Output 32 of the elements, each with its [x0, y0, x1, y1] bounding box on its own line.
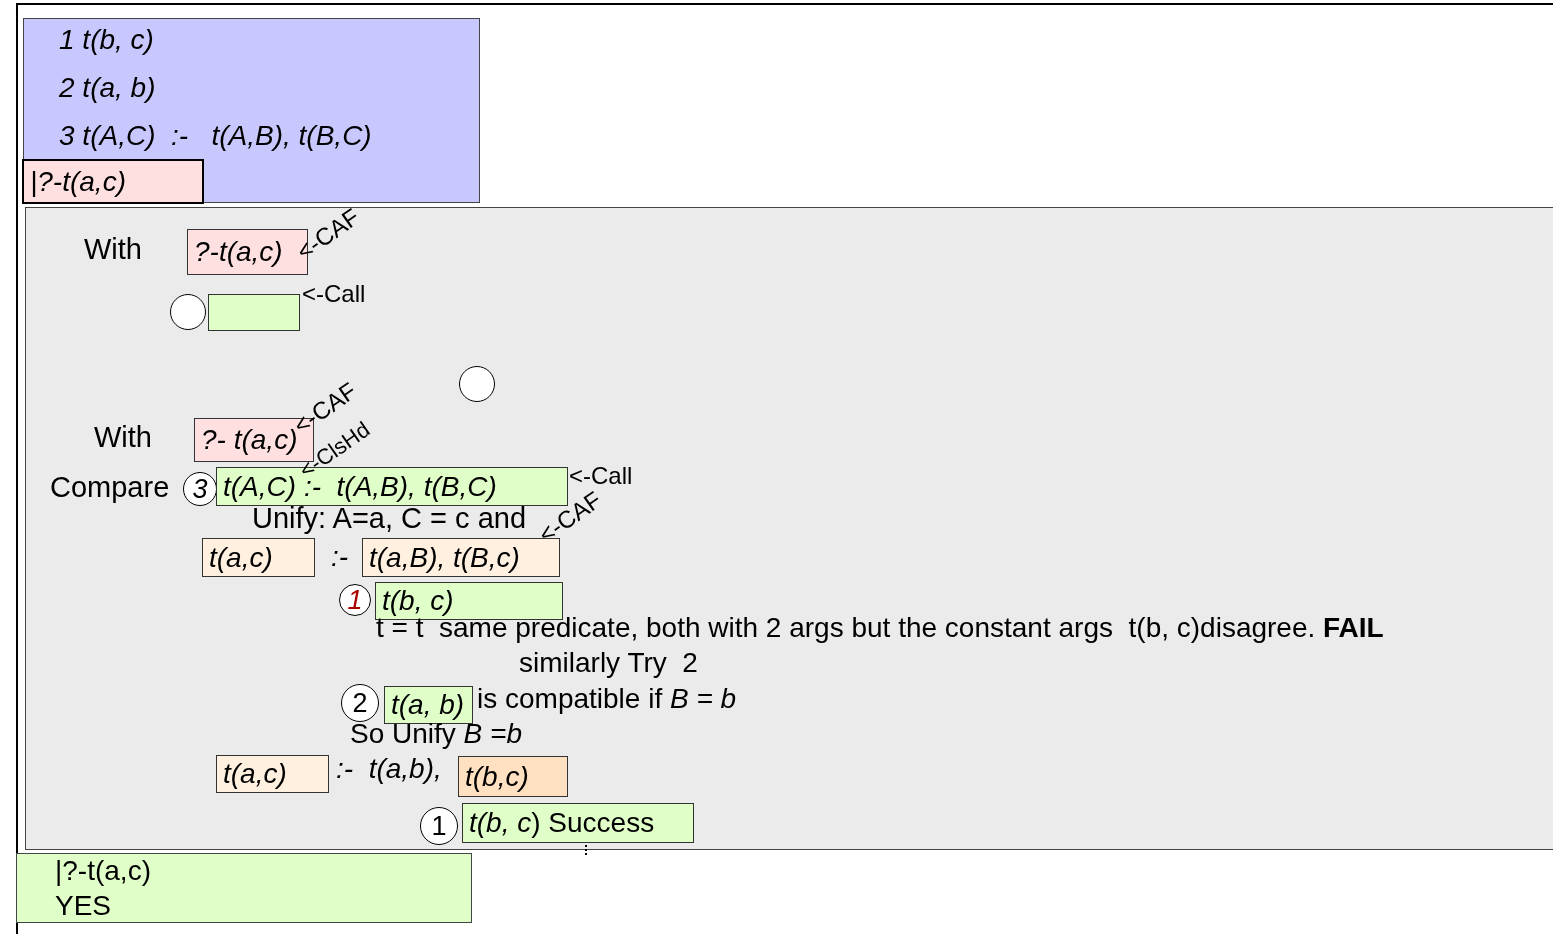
step-text: similarly Try 2: [519, 648, 698, 679]
answer-box: [16, 853, 472, 923]
query-box: |?-t(a,c): [22, 159, 204, 204]
clause-number: 1: [339, 584, 371, 616]
clause-text: 1 t(b, c): [59, 25, 154, 56]
answer-text: |?-t(a,c): [55, 856, 151, 887]
answer-text: YES: [55, 891, 112, 922]
step-circle: [459, 366, 495, 402]
step-text: Unify: A=a, C = c and: [252, 503, 527, 535]
clause-panel: [23, 18, 480, 203]
clause-text: :- t(a,b),: [336, 754, 442, 785]
call-box: [208, 294, 300, 331]
head-box: t(a,c): [202, 538, 315, 577]
clause-text: 3 t(A,C) :- t(A,B), t(B,C): [59, 121, 372, 152]
result-box: t(b, c) Success: [462, 803, 694, 843]
row-label: With: [94, 422, 152, 454]
clause-number: 2: [341, 684, 379, 722]
goal-box: t(b,c): [458, 756, 568, 797]
row-label: With: [84, 234, 142, 266]
row-label: Compare: [50, 472, 170, 504]
pointer-note: <-Call: [569, 463, 633, 490]
trace-panel: [25, 207, 1553, 850]
clause-box: t(a, b): [384, 686, 473, 724]
clause-number: 1: [420, 807, 458, 845]
clause-number: 3: [183, 472, 217, 506]
step-circle: [170, 294, 206, 330]
operator-text: :-: [331, 542, 349, 573]
step-text: is compatible if B = b: [477, 684, 737, 715]
clause-text: 2 t(a, b): [59, 73, 156, 104]
head-box: t(a,c): [216, 755, 329, 793]
pointer-note: <-Call: [302, 281, 366, 308]
body-box: t(a,B), t(B,c): [362, 538, 560, 577]
